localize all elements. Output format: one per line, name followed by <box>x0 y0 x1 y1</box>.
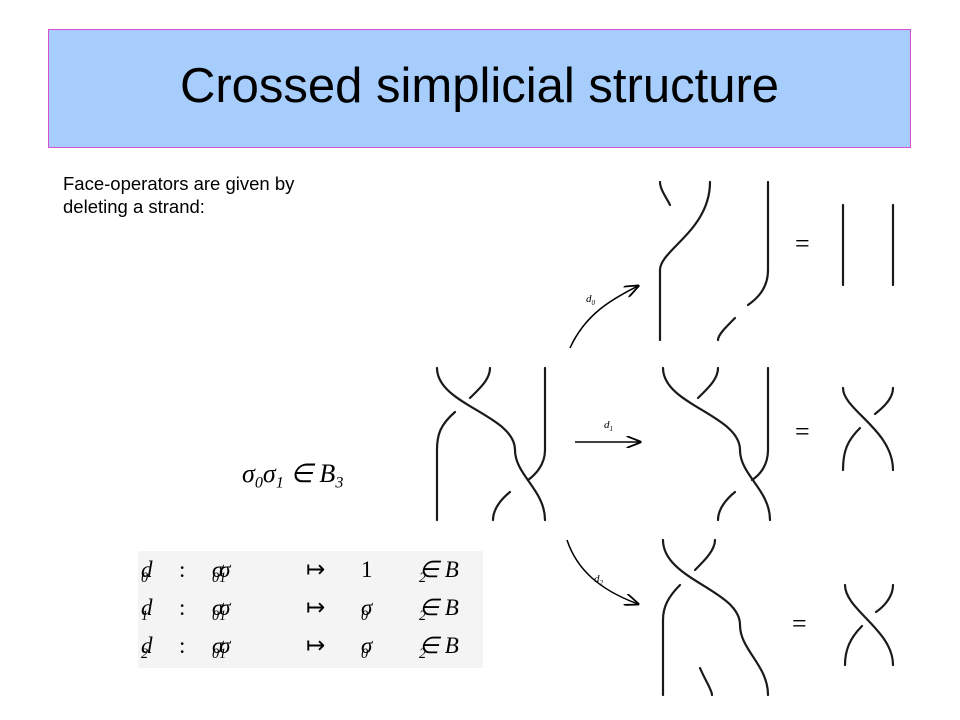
face-operator: d <box>141 633 153 658</box>
face-operator-index: 0 <box>141 569 149 586</box>
strand-d2-4 <box>698 666 714 697</box>
intro-line-1: Face-operators are given by <box>63 173 295 194</box>
strand-d1-2 <box>696 366 720 400</box>
slide-title: Crossed simplicial structure <box>179 59 780 113</box>
maps-to-symbol: ↦ <box>306 557 326 582</box>
strand-c-under <box>491 490 512 522</box>
result-d2-over <box>843 583 895 667</box>
result-d2-under-a <box>874 583 895 614</box>
arrow-d0 <box>569 286 638 349</box>
colon: : <box>179 595 186 620</box>
braid-d0 <box>658 180 895 342</box>
source-index-1: 1 <box>219 607 227 624</box>
target-group: ∈ B <box>419 633 459 658</box>
arrow-d2 <box>566 539 638 604</box>
image-value: σ <box>361 595 373 620</box>
target-group-index: 2 <box>419 645 427 662</box>
strand-b-under <box>435 410 457 522</box>
maps-to-symbol: ↦ <box>306 595 326 620</box>
source-sigma-1: σ <box>219 595 231 620</box>
strand-d0-2 <box>658 180 712 342</box>
strand-d1-4 <box>716 490 737 522</box>
source-sigma-0: σ <box>212 633 224 658</box>
arrow-label-d2: d2 <box>594 573 604 587</box>
strand-d0-3 <box>746 180 770 307</box>
face-operator-index: 1 <box>141 607 149 624</box>
face-operator-index: 2 <box>141 645 149 662</box>
image-index: 0 <box>361 645 369 662</box>
sigma-0-index: 0 <box>254 474 263 492</box>
face-operator: d <box>141 595 153 620</box>
source-braid <box>435 366 547 522</box>
braid-group-index: 3 <box>335 474 344 492</box>
image-value: 1 <box>361 557 373 582</box>
sigma-1: σ <box>262 459 276 488</box>
arrow-label-d0: d0 <box>586 293 596 307</box>
strand-d2-1 <box>661 538 770 697</box>
braid-d2 <box>661 538 895 697</box>
equals-d2: = <box>792 609 807 638</box>
strand-d0-1 <box>658 180 672 207</box>
source-index-0: 0 <box>212 569 220 586</box>
equals-d1: = <box>795 417 810 446</box>
strand-a <box>435 366 547 522</box>
strand-d2-2 <box>693 538 717 572</box>
intro-line-2: deleting a strand: <box>63 196 205 217</box>
source-index-1: 1 <box>219 645 227 662</box>
sigma-1-index: 1 <box>275 474 284 492</box>
strand-c <box>526 366 547 482</box>
sigma-0: σ <box>242 459 255 488</box>
source-sigma-0: σ <box>212 595 224 620</box>
colon: : <box>179 633 186 658</box>
braid-element-formula: σ0σ1 ∈ B3 <box>242 459 344 492</box>
result-d2-under-b <box>843 624 864 667</box>
braid-group-label: ∈ B <box>290 459 336 488</box>
maps-to-symbol: ↦ <box>306 633 326 658</box>
arrow-label-d1: d1 <box>604 419 613 433</box>
source-index-0: 0 <box>212 645 220 662</box>
source-index-1: 1 <box>219 569 227 586</box>
strand-d1-3 <box>750 366 770 482</box>
target-group-index: 2 <box>419 569 427 586</box>
braid-face-diagram: d0 d1 d2 = = = <box>435 180 895 697</box>
source-index-0: 0 <box>212 607 220 624</box>
colon: : <box>179 557 186 582</box>
image-index: 0 <box>361 607 369 624</box>
target-group-index: 2 <box>419 607 427 624</box>
result-d1-over <box>841 386 895 472</box>
source-sigma-1: σ <box>219 557 231 582</box>
intro-text: Face-operators are given by deleting a s… <box>63 172 294 218</box>
result-d1-under-b <box>841 426 862 472</box>
result-d1-under-a <box>873 386 895 416</box>
strand-d0-4 <box>716 316 737 342</box>
image-value: σ <box>361 633 373 658</box>
target-group: ∈ B <box>419 595 459 620</box>
target-group: ∈ B <box>419 557 459 582</box>
strand-b-over <box>468 366 492 400</box>
strand-d1-1 <box>661 366 772 522</box>
title-banner: Crossed simplicial structure <box>48 29 911 148</box>
source-sigma-0: σ <box>212 557 224 582</box>
braid-d1 <box>661 366 895 522</box>
strand-d2-3 <box>661 583 682 697</box>
face-operator: d <box>141 557 153 582</box>
source-sigma-1: σ <box>219 633 231 658</box>
equals-d0: = <box>795 229 810 258</box>
